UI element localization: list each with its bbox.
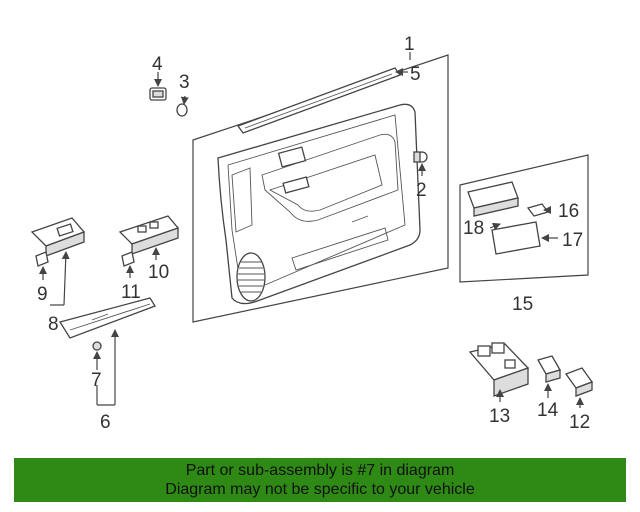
clip-part-3	[176, 103, 188, 117]
callout-5: 5	[410, 64, 421, 85]
cover-part-17	[491, 221, 541, 255]
callout-6: 6	[100, 412, 111, 433]
banner-line-2: Diagram may not be specific to your vehi…	[165, 481, 475, 498]
callout-13: 13	[489, 406, 510, 427]
callout-8: 8	[48, 314, 59, 335]
callout-7: 7	[91, 370, 102, 391]
callout-16: 16	[558, 201, 579, 222]
pocket-part-18	[467, 181, 519, 217]
parts-diagram: 1 2 3 4 5 6 7 8 9 10 11 12 13 14 15 16 1…	[30, 34, 594, 433]
callout-15: 15	[512, 294, 533, 315]
callout-10: 10	[148, 262, 169, 283]
banner-line-1: Part or sub-assembly is #7 in diagram	[185, 462, 455, 479]
callout-18: 18	[463, 218, 484, 239]
switch-part-14	[537, 355, 561, 383]
callout-17: 17	[562, 230, 583, 251]
switch-base-part-8	[30, 217, 86, 267]
callout-9: 9	[37, 284, 48, 305]
leader-lines	[39, 52, 584, 408]
callout-4: 4	[152, 54, 163, 75]
pocket-box-part-15	[459, 154, 589, 283]
clip-part-4	[149, 87, 167, 101]
callout-3: 3	[179, 72, 190, 93]
master-switch-part-13	[468, 342, 530, 397]
speaker-grille	[236, 252, 266, 302]
screw-part-7	[92, 341, 102, 351]
switch-part-12	[564, 367, 594, 397]
door-trim-panel	[217, 103, 421, 305]
switch-panel-part-10	[118, 215, 180, 267]
callout-11: 11	[121, 282, 141, 303]
callout-2: 2	[416, 180, 427, 201]
armrest-part-6	[58, 297, 156, 339]
callout-12: 12	[569, 412, 590, 433]
clip-part-2	[413, 151, 428, 163]
callout-1: 1	[404, 34, 415, 55]
info-banner: Part or sub-assembly is #7 in diagram Di…	[14, 458, 626, 502]
callout-14: 14	[537, 400, 559, 421]
